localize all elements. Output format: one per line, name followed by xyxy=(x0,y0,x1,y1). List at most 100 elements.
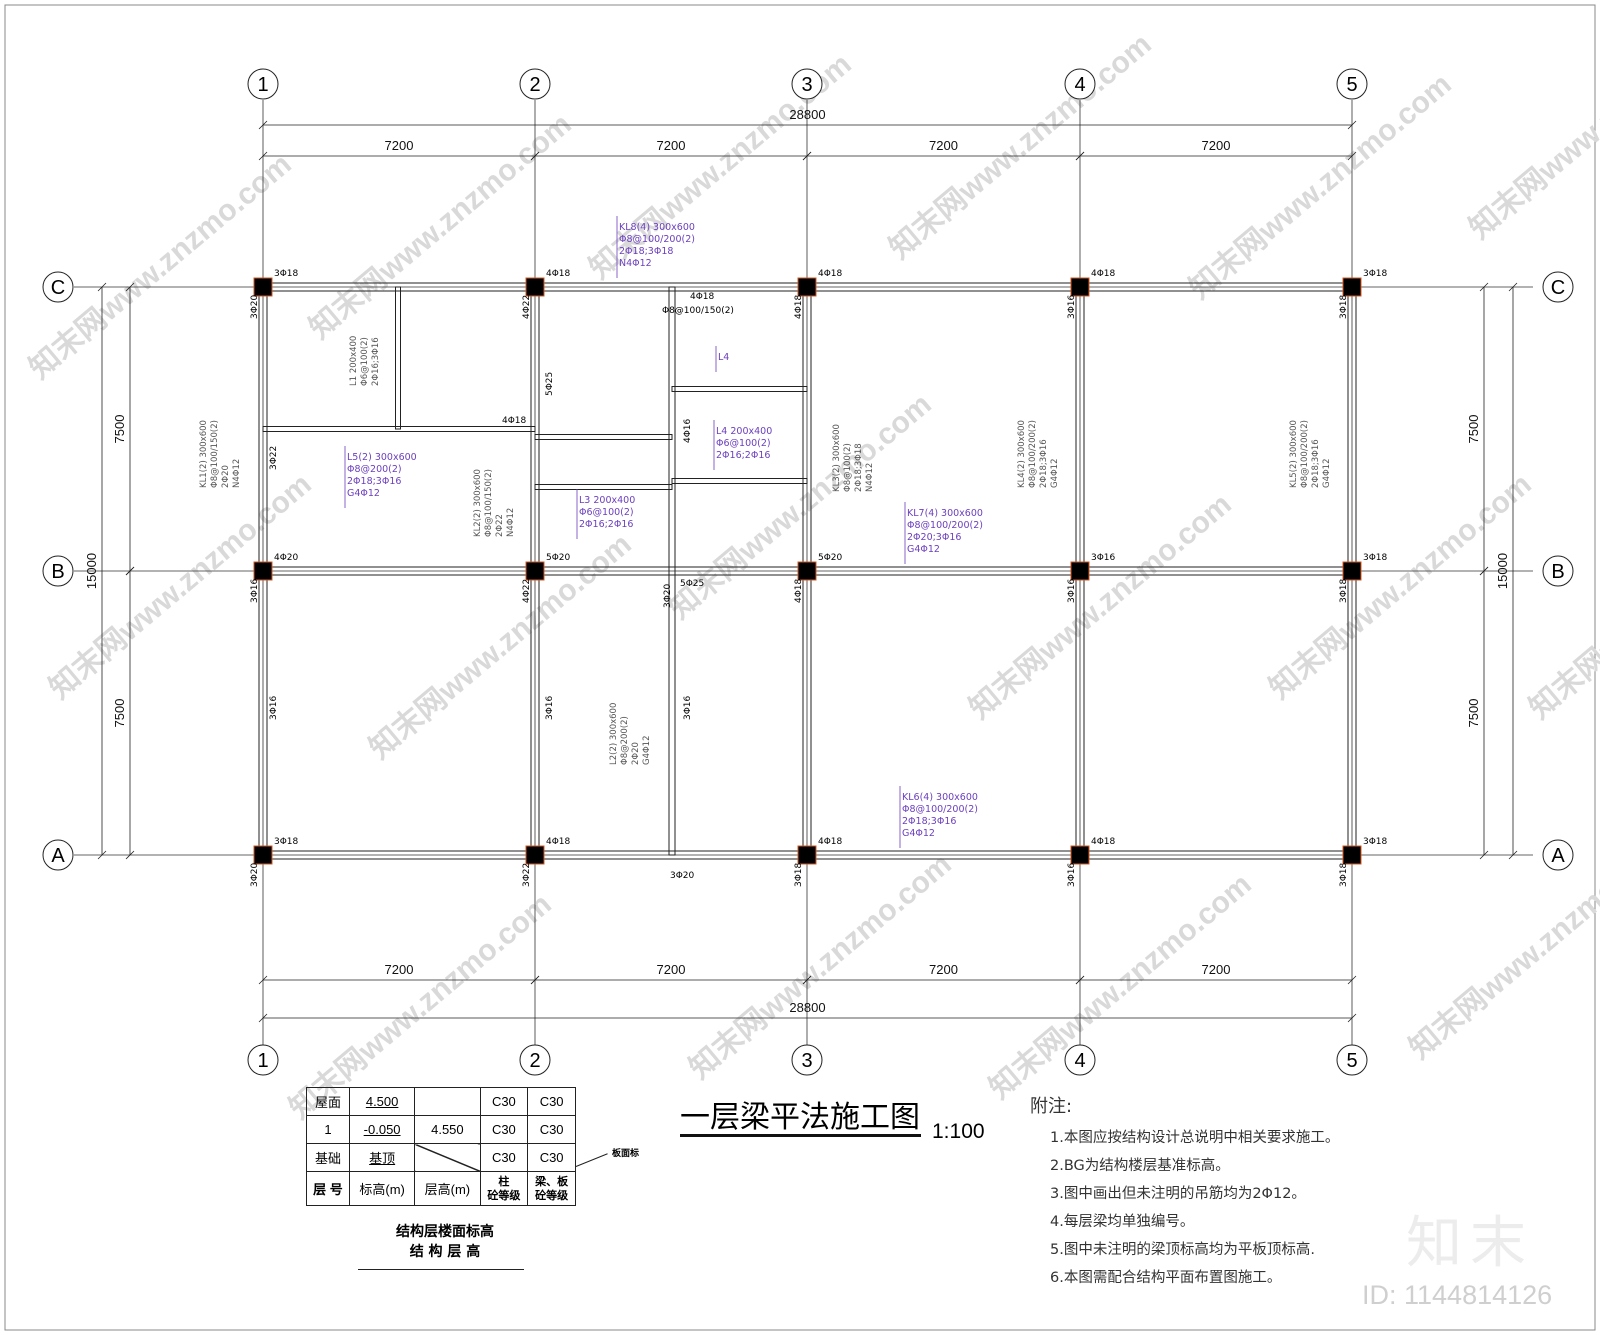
beam-label: Φ8@100/200(2) xyxy=(1028,420,1038,488)
dimension-tick xyxy=(258,975,268,985)
dimension-tick xyxy=(1479,282,1489,292)
beam-label: 2Φ18;3Φ18 xyxy=(619,246,673,257)
beam-label: KL6(4) 300x600 xyxy=(902,792,978,803)
image-id: ID: 1144814126 xyxy=(1362,1280,1553,1310)
rebar-tag: 3Φ18 xyxy=(1363,553,1388,563)
rebar-tag: 3Φ18 xyxy=(1339,578,1349,603)
rebar-tag: 4Φ22 xyxy=(522,579,532,603)
beam-label: 2Φ18;3Φ16 xyxy=(347,476,401,487)
rebar-tag: 4Φ16 xyxy=(683,418,693,443)
note-item: 3.图中画出但未注明的吊筋均为2Φ12。 xyxy=(1050,1186,1306,1202)
note-item: 5.图中未注明的梁顶标高均为平板顶标高. xyxy=(1050,1242,1315,1258)
grid-bubble-label: 4 xyxy=(1074,74,1085,96)
dimension-label: 7200 xyxy=(1202,962,1231,977)
beam-label: Φ8@100/200(2) xyxy=(1300,420,1310,488)
column xyxy=(525,561,545,581)
grid-bubble xyxy=(42,271,74,303)
storey-height xyxy=(414,1143,481,1172)
beam-label: KL1(2) 300x600 xyxy=(199,420,209,488)
beam-grade: C30 xyxy=(527,1143,576,1172)
header-level: 层 号 xyxy=(306,1171,350,1206)
grid-bubble xyxy=(519,68,551,100)
column xyxy=(1070,845,1090,865)
grid-bubble xyxy=(519,1044,551,1076)
beam-label: KL5(2) 300x600 xyxy=(1289,420,1299,488)
beam-label: Φ8@200(2) xyxy=(620,716,630,765)
dimension-tick xyxy=(530,975,540,985)
beam-label: Φ8@100/200(2) xyxy=(907,520,983,531)
beam-label: Φ6@100(2) xyxy=(716,438,771,449)
level-name: 1 xyxy=(306,1115,350,1144)
caption-level: 结构层楼面标高 xyxy=(396,1224,494,1240)
header-column-grade: 柱 砼等级 xyxy=(479,1171,529,1206)
rebar-tag: 5Φ25 xyxy=(545,372,555,396)
grid-bubble xyxy=(1542,555,1574,587)
rebar-tag: 4Φ18 xyxy=(502,416,527,426)
column xyxy=(525,845,545,865)
beam-label: L5(2) 300x600 xyxy=(347,452,417,463)
beam-grade: C30 xyxy=(527,1115,576,1144)
rebar-tag: 3Φ22 xyxy=(522,863,532,887)
beam-label: G4Φ12 xyxy=(347,488,380,499)
beam-label: L2(2) 300x600 xyxy=(609,703,619,765)
rebar-tag: 3Φ18 xyxy=(1363,837,1388,847)
dimension-tick xyxy=(258,151,268,161)
table-row: 屋面 4.500 C30 C30 xyxy=(306,1087,576,1116)
rebar-tag: 4Φ18 xyxy=(546,837,571,847)
drawing-scale: 1:100 xyxy=(932,1120,985,1143)
rebar-tag: 3Φ18 xyxy=(1363,269,1388,279)
grid-bubble xyxy=(1542,271,1574,303)
beam xyxy=(262,426,536,432)
rebar-tag: 3Φ16 xyxy=(250,578,260,603)
grid-bubble-label: 3 xyxy=(801,1050,812,1072)
grid-bubble xyxy=(791,1044,823,1076)
grid-bubble-label: C xyxy=(51,277,65,299)
dimension-tick xyxy=(125,566,135,576)
column-grade: C30 xyxy=(479,1087,529,1116)
watermark-text: 知末网www.znzmo.com xyxy=(1523,488,1600,726)
watermark-text: 知末网www.znzmo.com xyxy=(683,848,957,1086)
column xyxy=(253,845,273,865)
grid-bubble-label: 1 xyxy=(257,1050,268,1072)
rebar-tag: 4Φ18 xyxy=(1091,837,1116,847)
beam-label: L1 200x400 xyxy=(349,336,359,386)
rebar-tag: 3Φ16 xyxy=(1067,862,1077,887)
dimension-tick xyxy=(1347,120,1357,130)
rebar-tag: 4Φ18 xyxy=(690,292,715,302)
dimension-tick xyxy=(125,282,135,292)
column xyxy=(1070,561,1090,581)
beam-label: 2Φ18;3Φ16 xyxy=(1311,439,1321,488)
table-captions: 结构层楼面标高 结 构 层 高 xyxy=(360,1222,530,1262)
column xyxy=(797,277,817,297)
beam-label: 2Φ18;3Φ16 xyxy=(902,816,956,827)
beam-label: N4Φ12 xyxy=(865,463,875,492)
elevation: -0.050 xyxy=(348,1115,416,1144)
rebar-tag: 5Φ25 xyxy=(680,579,704,589)
grid-bubble xyxy=(247,1044,279,1076)
table-row: 基础 基顶 C30 C30 xyxy=(306,1143,576,1172)
rebar-tag: 4Φ18 xyxy=(818,837,843,847)
beam-label: KL7(4) 300x600 xyxy=(907,508,983,519)
rebar-tag: 4Φ18 xyxy=(1091,269,1116,279)
beam-label: N4Φ12 xyxy=(232,459,242,488)
rebar-tag: 3Φ18 xyxy=(794,862,804,887)
beam xyxy=(534,434,673,440)
grid-bubble xyxy=(791,68,823,100)
beam-label: G4Φ12 xyxy=(907,544,940,555)
table-header-row: 层 号 标高(m) 层高(m) 柱 砼等级 梁、板 砼等级 xyxy=(306,1171,576,1206)
column xyxy=(253,561,273,581)
note-item: 6.本图需配合结构平面布置图施工。 xyxy=(1050,1270,1282,1286)
grid-bubble-label: A xyxy=(1551,845,1565,867)
beam-label: Φ8@100/150(2) xyxy=(210,420,220,488)
beam-label: 2Φ18;3Φ16 xyxy=(1039,439,1049,488)
slab-callout-label: 板面标 xyxy=(612,1149,640,1159)
dimension-label: 7500 xyxy=(1466,699,1481,728)
dimension-label: 28800 xyxy=(789,107,825,122)
rebar-tag: 4Φ22 xyxy=(522,295,532,319)
beam-label: Φ8@100(2) xyxy=(843,443,853,492)
beam-label: L4 xyxy=(718,352,729,363)
beam-label: KL2(2) 300x600 xyxy=(473,469,483,537)
dimension-tick xyxy=(1479,850,1489,860)
dimension-tick xyxy=(1075,975,1085,985)
dimension-tick xyxy=(258,1013,268,1023)
